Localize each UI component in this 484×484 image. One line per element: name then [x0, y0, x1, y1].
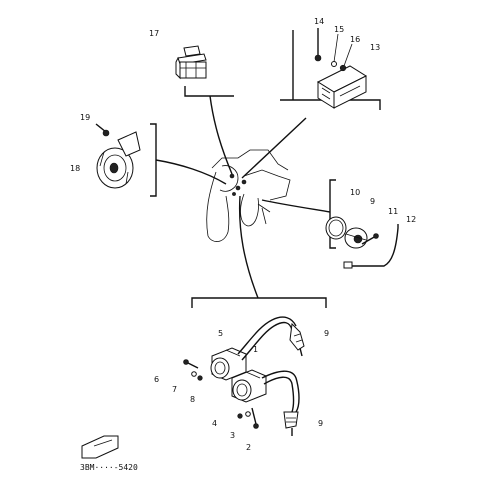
- washer-3: [245, 411, 251, 417]
- part-label-13: 12: [406, 215, 416, 224]
- nut-4: [237, 413, 243, 419]
- plug-cap-9-upper: [289, 322, 305, 357]
- washer-7: [191, 371, 197, 377]
- part-label-8: 8: [190, 395, 195, 404]
- front-direction-arrow-icon: [81, 435, 119, 459]
- bracket-10: [329, 179, 336, 249]
- nut-17: [339, 43, 353, 72]
- plug-cap-9-lower: [283, 411, 299, 436]
- leader-14: [241, 117, 307, 179]
- lead-wire-13: [343, 224, 399, 269]
- part-label-12: 11: [388, 207, 398, 216]
- leader-10: [261, 199, 331, 213]
- part-label-6: 6: [154, 375, 159, 384]
- part-label-3: 3: [230, 431, 235, 440]
- part-label-20: 19: [80, 113, 90, 122]
- part-label-4: 4: [212, 419, 217, 428]
- motorcycle-frame-outline: [206, 149, 291, 242]
- relay-18: [175, 45, 207, 80]
- ignition-coil-1: [231, 369, 267, 403]
- bracket-18: [184, 86, 234, 97]
- part-label-18: 17: [149, 29, 159, 38]
- part-label-2: 2: [246, 443, 251, 452]
- part-label-16: 15: [334, 25, 344, 34]
- part-label-11: 10: [350, 188, 360, 197]
- plug-cord-lower: [261, 370, 300, 413]
- bracket-ignition: [191, 297, 327, 308]
- nut-8: [197, 375, 203, 381]
- leader-18: [209, 95, 233, 175]
- leader-19: [155, 159, 227, 185]
- screw-12: [361, 233, 379, 245]
- bracket-19: [150, 123, 157, 197]
- part-label-1: 1: [253, 345, 258, 354]
- horn-19: [96, 131, 141, 189]
- screw-2: [251, 407, 259, 429]
- part-label-7: 7: [172, 385, 177, 394]
- leader-ignition: [238, 195, 259, 299]
- part-label-14: 13: [370, 43, 380, 52]
- plug-cord-upper: [237, 316, 297, 361]
- washer-16: [331, 33, 339, 67]
- part-label-15: 14: [314, 17, 324, 26]
- part-label-9b: 9: [318, 419, 323, 428]
- part-label-17: 16: [350, 35, 360, 44]
- part-label-5: 5: [218, 329, 223, 338]
- bolt-20: [95, 123, 110, 137]
- part-label-9a: 9: [324, 329, 329, 338]
- part-label-19: 18: [70, 164, 80, 173]
- cdi-unit-14: [316, 65, 368, 109]
- diagram-code: 3BM····-5420: [80, 463, 138, 472]
- part-label-10: 9: [370, 197, 375, 206]
- neutral-switch-10: [344, 227, 368, 249]
- o-ring-11: [325, 216, 347, 240]
- bolt-15: [314, 28, 322, 62]
- screw-6: [183, 359, 199, 369]
